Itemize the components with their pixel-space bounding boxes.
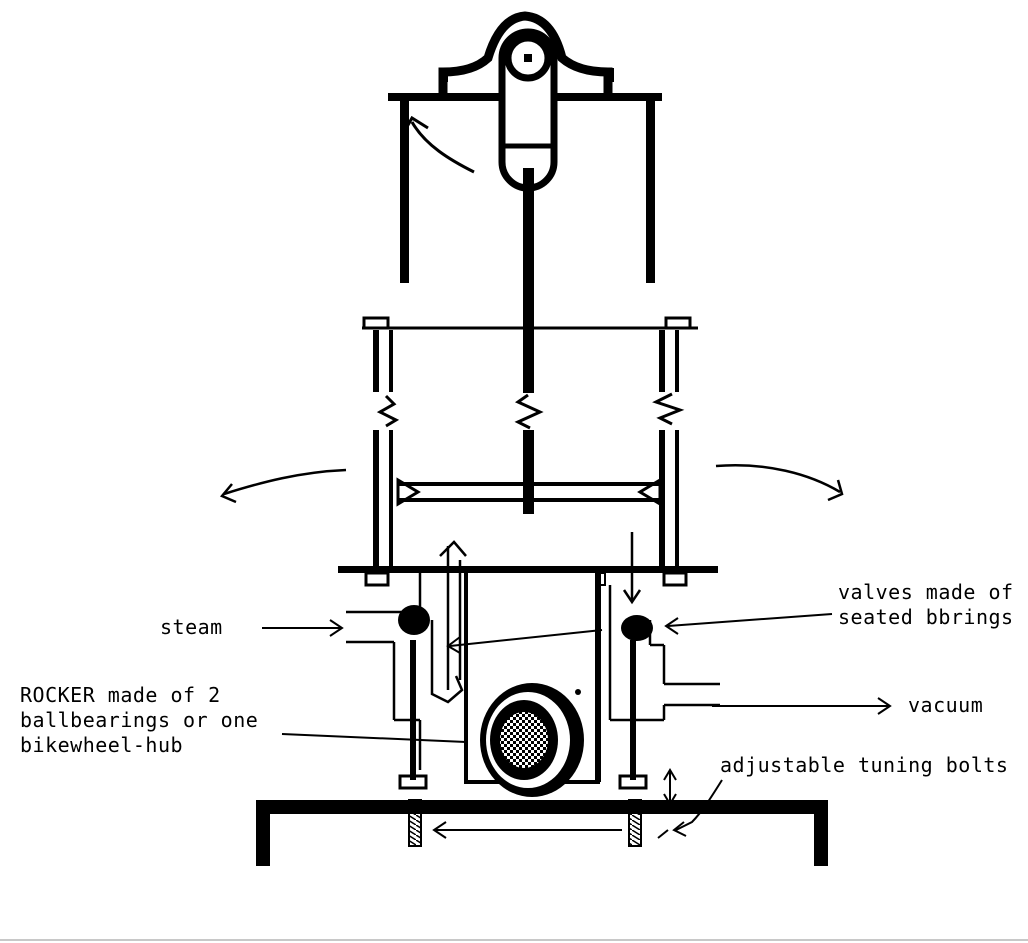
- curved-arrow-top: [402, 115, 475, 174]
- rocker-label-line-2: ballbearings or one: [20, 708, 259, 732]
- rocker-label-line-3: bikewheel-hub: [20, 733, 184, 757]
- leader-lines: [262, 613, 892, 839]
- valve-balls: [398, 605, 653, 641]
- base-plate: [256, 800, 828, 866]
- vacuum-label: vacuum: [908, 693, 984, 717]
- steam-label: steam: [160, 615, 223, 639]
- valves-label: valves made of seated bbrings: [838, 580, 1014, 630]
- piston-rod: [514, 168, 544, 514]
- rocker-label-line-1: ROCKER made of 2: [20, 683, 221, 707]
- valves-label-line-1: valves made of: [838, 580, 1014, 604]
- tuning-label: adjustable tuning bolts: [720, 753, 1009, 777]
- rotation-arrows: [219, 464, 844, 504]
- valves-label-line-2: seated bbrings: [838, 605, 1014, 629]
- rocker-label: ROCKER made of 2 ballbearings or one bik…: [20, 683, 258, 758]
- rocker-wheel: [480, 683, 584, 797]
- return-arrow: [432, 821, 622, 839]
- pulley-link: [498, 28, 558, 192]
